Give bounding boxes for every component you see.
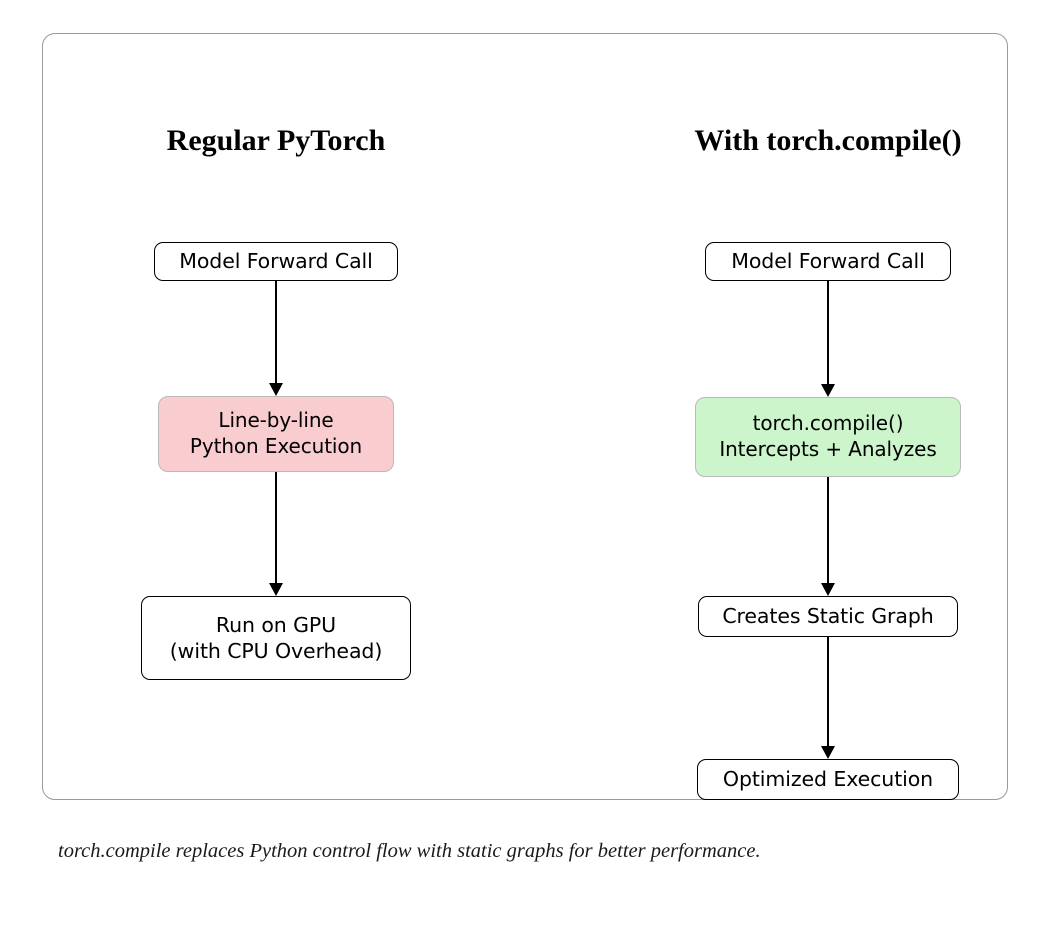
arrow-head-icon [269,583,283,596]
flow-node-label-line-2: (with CPU Overhead) [169,639,383,663]
figure-frame: Regular PyTorch With torch.compile() Mod… [42,33,1008,800]
flow-node-label-line-1: Line-by-line [218,408,334,433]
figure-caption: torch.compile replaces Python control fl… [58,840,761,862]
arrow-shaft [827,637,829,747]
arrow-shaft [827,477,829,584]
flow-node-line-by-line-python-execution[interactable]: Line-by-line Python Execution [158,396,394,472]
flow-node-label: Model Forward Call [179,249,373,274]
flow-node-label-line-2: Intercepts + Analyzes [719,437,937,461]
flow-node-model-forward-call-left[interactable]: Model Forward Call [154,242,398,281]
flow-node-torch-compile-intercepts[interactable]: torch.compile() Intercepts + Analyzes [695,397,961,477]
flow-node-optimized-execution[interactable]: Optimized Execution [697,759,959,800]
arrow-head-icon [269,383,283,396]
flow-node-label-line-1: Run on GPU [215,612,337,637]
flow-node-model-forward-call-right[interactable]: Model Forward Call [705,242,951,281]
flow-node-label: Model Forward Call [731,249,925,274]
flow-node-run-on-gpu[interactable]: Run on GPU (with CPU Overhead) [141,596,411,680]
flow-node-label: Optimized Execution [722,767,934,792]
arrow-head-icon [821,583,835,596]
arrow-shaft [275,281,277,384]
flow-node-label: Creates Static Graph [722,604,934,629]
arrow-shaft [275,472,277,584]
column-title-regular-pytorch: Regular PyTorch [166,124,386,157]
arrow-shaft [827,281,829,385]
flow-node-creates-static-graph[interactable]: Creates Static Graph [698,596,958,637]
flow-node-label-line-1: torch.compile() [752,411,904,436]
arrow-head-icon [821,384,835,397]
column-title-with-torch-compile: With torch.compile() [694,124,962,157]
flow-node-label-line-2: Python Execution [189,434,363,458]
arrow-head-icon [821,746,835,759]
